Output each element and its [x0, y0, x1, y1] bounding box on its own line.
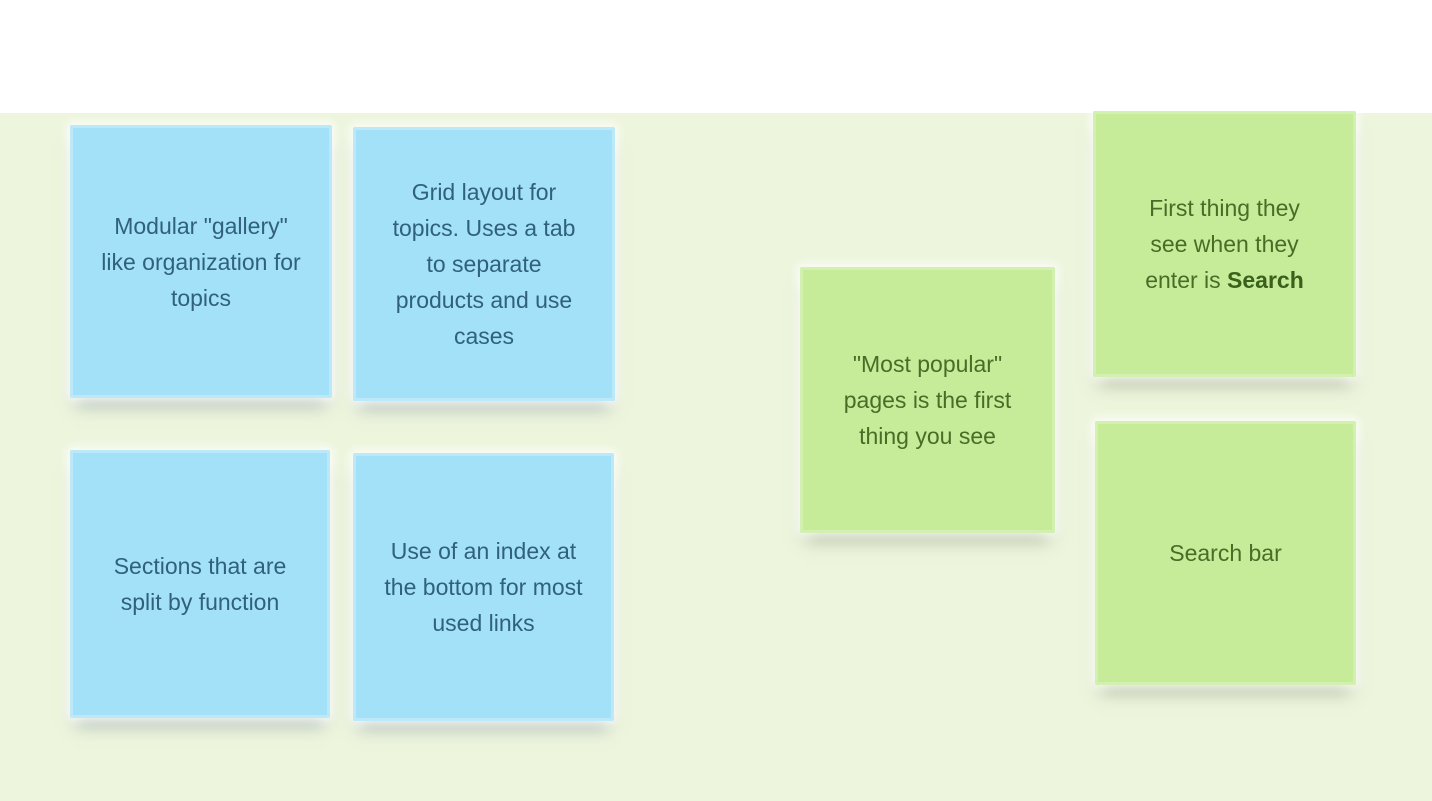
- sticky-note-index-bottom[interactable]: Use of an index at the bottom for most u…: [353, 453, 614, 721]
- sticky-note-first-thing-search[interactable]: First thing they see when they enter is …: [1093, 111, 1356, 377]
- top-margin-area: [0, 0, 1432, 113]
- sticky-note-sections-split[interactable]: Sections that are split by function: [70, 450, 330, 718]
- sticky-note-text: Search bar: [1169, 540, 1282, 566]
- sticky-note-search-bar[interactable]: Search bar: [1095, 421, 1356, 685]
- sticky-note-text-prefix: First thing they see when they enter is: [1145, 195, 1300, 293]
- sticky-note-text: Sections that are split by function: [113, 553, 287, 615]
- sticky-note-text-bold: Search: [1227, 267, 1304, 293]
- whiteboard-canvas[interactable]: Modular "gallery" like organization for …: [0, 111, 1432, 801]
- sticky-note-text: Use of an index at the bottom for most u…: [384, 538, 583, 636]
- sticky-note-text: Grid layout for topics. Uses a tab to se…: [392, 179, 576, 349]
- sticky-note-text: Modular "gallery" like organization for …: [101, 212, 301, 311]
- sticky-note-grid-layout[interactable]: Grid layout for topics. Uses a tab to se…: [353, 127, 615, 401]
- sticky-note-text: "Most popular" pages is the first thing …: [843, 351, 1012, 449]
- sticky-note-most-popular[interactable]: "Most popular" pages is the first thing …: [800, 267, 1055, 533]
- sticky-note-modular-gallery[interactable]: Modular "gallery" like organization for …: [70, 125, 332, 398]
- sticky-note-text: First thing they see when they enter is …: [1129, 190, 1321, 298]
